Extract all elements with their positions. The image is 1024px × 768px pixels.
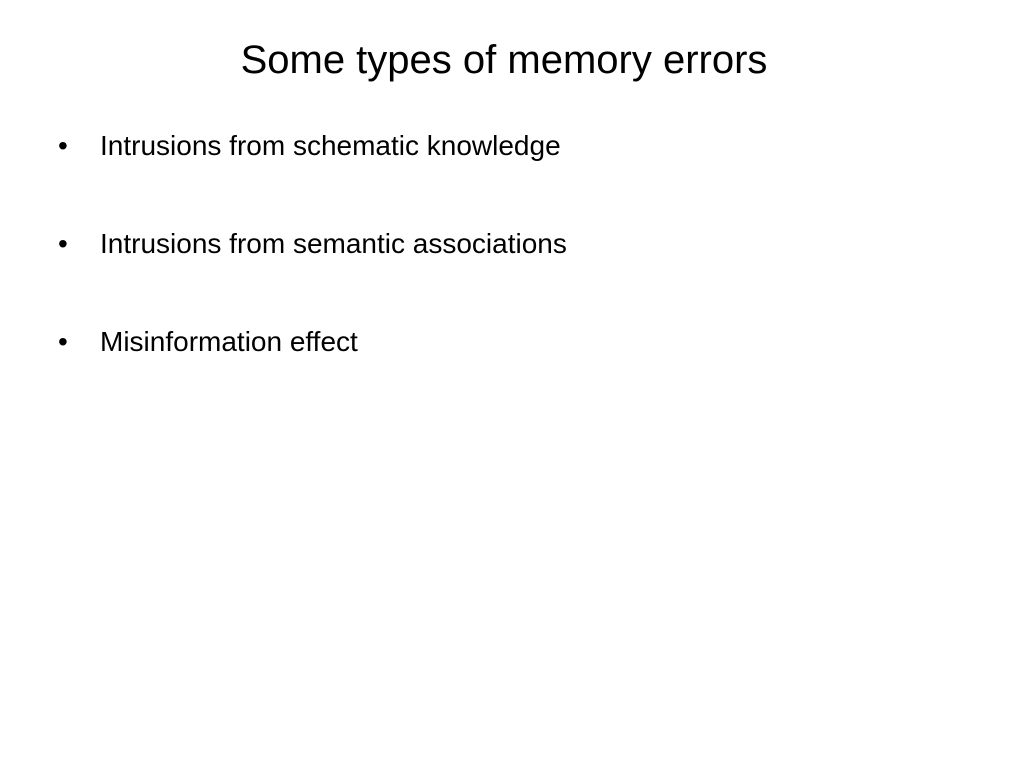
- bullet-text: Intrusions from schematic knowledge: [100, 130, 561, 161]
- bullet-dot-icon: •: [58, 228, 68, 259]
- bullet-dot-icon: •: [58, 326, 68, 357]
- bullet-item-semantic-associations: • Intrusions from semantic associations: [58, 220, 567, 318]
- bullet-list: • Intrusions from schematic knowledge • …: [58, 122, 567, 416]
- bullet-item-schematic-knowledge: • Intrusions from schematic knowledge: [58, 122, 567, 220]
- bullet-text: Intrusions from semantic associations: [100, 228, 567, 259]
- bullet-item-misinformation-effect: • Misinformation effect: [58, 318, 567, 416]
- slide-title: Some types of memory errors: [240, 38, 768, 82]
- bullet-text: Misinformation effect: [100, 326, 358, 357]
- bullet-dot-icon: •: [58, 130, 68, 161]
